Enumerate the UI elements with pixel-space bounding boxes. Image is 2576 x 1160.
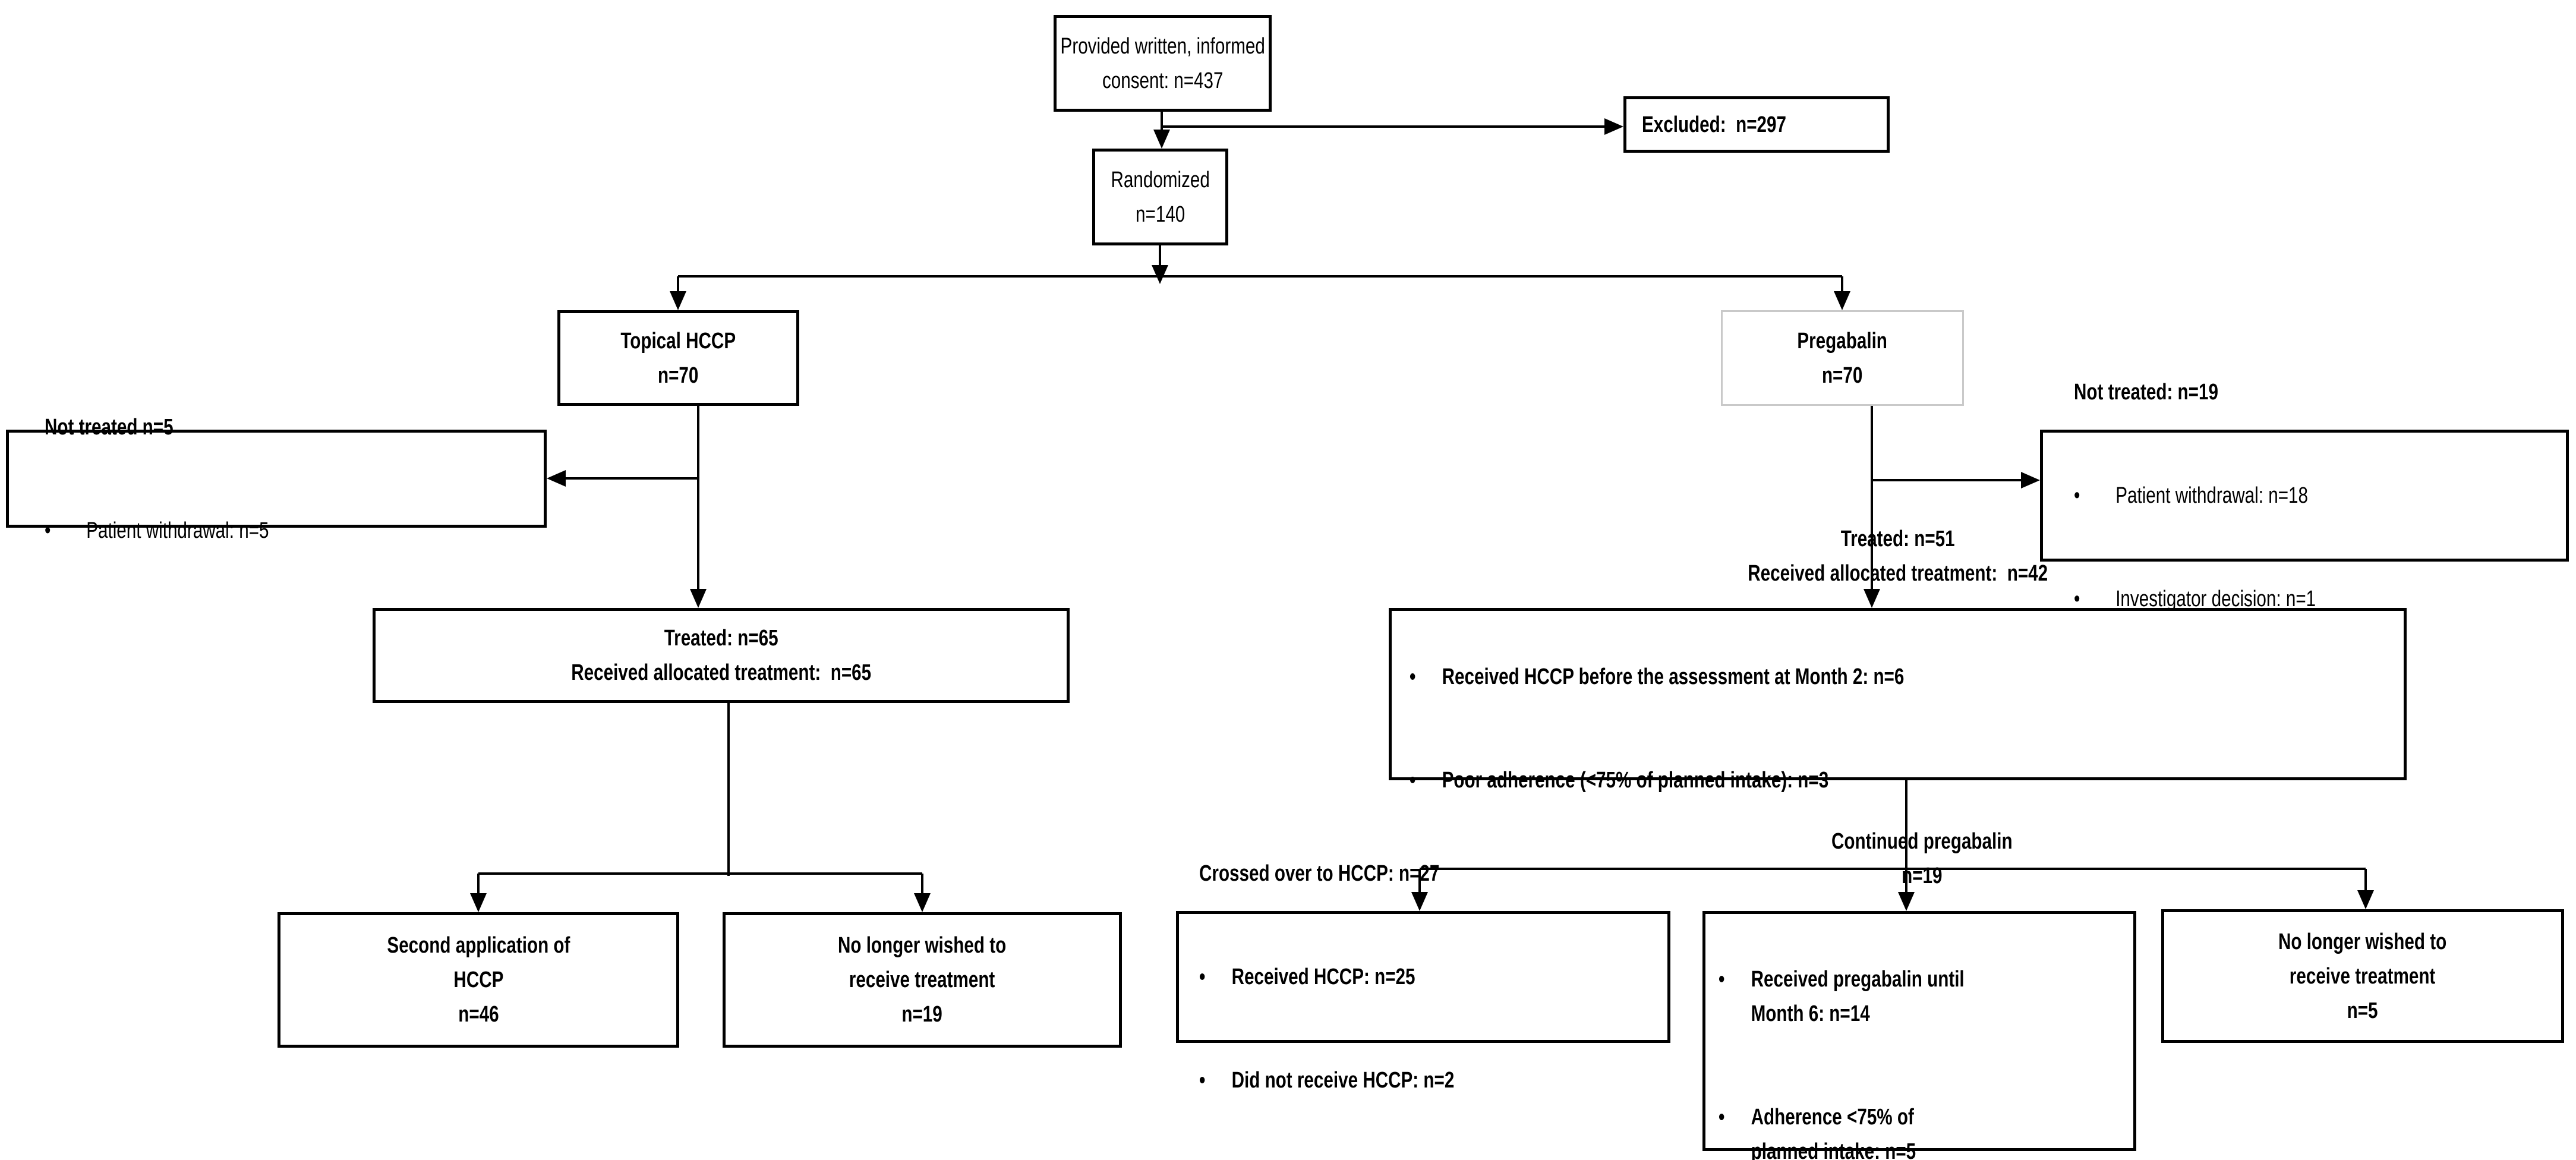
bullet-icon: •: [1719, 1105, 1725, 1130]
box-pregabalin: Pregabalin n=70: [1721, 310, 1964, 406]
branch-to-not-treated-right: [1872, 479, 2023, 481]
list-item-text: Received HCCP before the assessment at M…: [1442, 664, 1905, 689]
box-continued-pregabalin-title: Continued pregabalin n=19: [1831, 829, 2013, 888]
split-line-right-outcomes: [1420, 868, 2366, 870]
elbow-to-no-longer-right: [2364, 869, 2367, 893]
box-second-application-text: Second application of HCCP n=46: [387, 933, 570, 1027]
bullet-icon: •: [2074, 587, 2080, 611]
arrow-into-continued-pregabalin-icon: [1898, 892, 1915, 911]
bullet-icon: •: [45, 518, 51, 543]
box-continued-pregabalin: Continued pregabalin n=19 • Received pre…: [1702, 829, 2136, 1160]
list-item-text: Patient withdrawal: n=5: [86, 518, 269, 543]
box-randomized: Randomized n=140: [1092, 149, 1228, 245]
list-item: • Received HCCP: n=25: [1199, 960, 1454, 994]
list-item: • Patient withdrawal: n=5: [45, 513, 269, 548]
arrow-into-topical-icon: [670, 291, 686, 310]
box-consent-text: Provided written, informed consent: n=43…: [1060, 33, 1265, 93]
list-item-text: Received pregabalin until Month 6: n=14: [1751, 967, 1965, 1026]
connector-treated-left-to-split: [727, 703, 730, 876]
elbow-to-pregabalin: [1841, 276, 1843, 294]
list-item: • Received pregabalin until Month 6: n=1…: [1719, 962, 1965, 1031]
list-item: • Adherence <75% of planned intake: n=5: [1719, 1100, 1965, 1160]
box-no-longer-right-text: No longer wished to receive treatment n=…: [2278, 929, 2447, 1023]
bullet-icon: •: [1410, 664, 1416, 689]
list-item-text: Poor adherence (<75% of planned intake):…: [1442, 768, 1829, 793]
box-not-treated-left: Not treated n=5 • Patient withdrawal: n=…: [6, 415, 547, 543]
connector-treated-right-to-continued: [1905, 780, 1907, 894]
list-item: • Did not receive HCCP: n=2: [1199, 1063, 1454, 1098]
box-treated-right: Treated: n=51 Received allocated treatme…: [1389, 527, 2407, 793]
arrow-into-crossed-over-icon: [1411, 892, 1428, 911]
branch-to-not-treated-left: [553, 477, 699, 480]
box-crossed-over: Crossed over to HCCP: n=27 • Received HC…: [1176, 861, 1670, 1093]
box-excluded: Excluded: n=297: [1623, 96, 1890, 153]
bullet-icon: •: [1199, 1068, 1206, 1093]
box-no-longer-left: No longer wished to receive treatment n=…: [723, 912, 1122, 1048]
box-not-treated-right: Not treated: n=19 • Patient withdrawal: …: [2040, 380, 2569, 611]
box-treated-left-text: Treated: n=65 Received allocated treatme…: [571, 626, 871, 685]
box-not-treated-left-title: Not treated n=5: [45, 414, 174, 440]
split-line-left-outcomes: [478, 872, 922, 875]
arrow-into-pregabalin-icon: [1834, 291, 1850, 310]
arrow-into-not-treated-right-icon: [2021, 472, 2040, 488]
arrow-into-randomized-icon: [1153, 130, 1170, 149]
connector-randomized-to-split: [1159, 245, 1161, 276]
box-treated-right-title: Treated: n=51 Received allocated treatme…: [1748, 527, 2048, 586]
box-pregabalin-text: Pregabalin n=70: [1797, 328, 1888, 388]
bullet-icon: •: [1410, 768, 1416, 793]
elbow-to-crossed-over: [1418, 869, 1421, 894]
arrow-into-no-longer-right-icon: [2357, 890, 2374, 909]
list-item: • Received HCCP before the assessment at…: [1410, 660, 1904, 694]
box-treated-left: Treated: n=65 Received allocated treatme…: [373, 608, 1070, 703]
list-item-text: Investigator decision: n=1: [2115, 587, 2316, 611]
box-topical-hccp-text: Topical HCCP n=70: [620, 328, 736, 388]
box-consent: Provided written, informed consent: n=43…: [1054, 15, 1272, 112]
arrow-into-no-longer-left-icon: [914, 893, 931, 912]
arrow-into-treated-right-icon: [1864, 589, 1880, 608]
list-item-text: Patient withdrawal: n=18: [2115, 483, 2308, 508]
arrow-at-randomization-split-icon: [1152, 265, 1168, 284]
elbow-to-second-application: [477, 874, 480, 895]
arrow-into-treated-left-icon: [690, 589, 707, 608]
elbow-to-no-longer-left: [921, 874, 923, 895]
box-no-longer-left-text: No longer wished to receive treatment n=…: [838, 933, 1007, 1027]
bullet-icon: •: [2074, 483, 2080, 508]
list-item: • Investigator decision: n=1: [2074, 582, 2316, 616]
box-not-treated-right-title: Not treated: n=19: [2074, 380, 2218, 405]
list-item-text: Received HCCP: n=25: [1231, 964, 1415, 989]
split-line-randomization: [678, 275, 1842, 278]
bullet-icon: •: [1199, 964, 1206, 989]
list-item: • Poor adherence (<75% of planned intake…: [1410, 763, 1904, 798]
list-item-text: Adherence <75% of planned intake: n=5: [1751, 1105, 1916, 1160]
arrow-into-not-treated-left-icon: [547, 470, 566, 487]
arrow-into-excluded-icon: [1604, 118, 1623, 135]
box-excluded-text: Excluded: n=297: [1642, 112, 1786, 137]
arrow-into-second-application-icon: [470, 893, 487, 912]
connector-consent-to-randomized: [1161, 112, 1163, 133]
list-item-text: Did not receive HCCP: n=2: [1231, 1068, 1455, 1093]
box-second-application: Second application of HCCP n=46: [278, 912, 679, 1048]
elbow-to-topical: [677, 276, 679, 294]
box-topical-hccp: Topical HCCP n=70: [557, 310, 799, 406]
list-item: • Patient withdrawal: n=18: [2074, 478, 2316, 513]
box-no-longer-right: No longer wished to receive treatment n=…: [2161, 909, 2564, 1043]
box-crossed-over-title: Crossed over to HCCP: n=27: [1199, 861, 1440, 886]
connector-pregabalin-to-treated: [1871, 406, 1873, 591]
connector-topical-to-treated: [697, 406, 699, 591]
bullet-icon: •: [1719, 967, 1725, 992]
box-randomized-text: Randomized n=140: [1111, 167, 1210, 227]
connector-consent-to-excluded: [1162, 125, 1606, 128]
